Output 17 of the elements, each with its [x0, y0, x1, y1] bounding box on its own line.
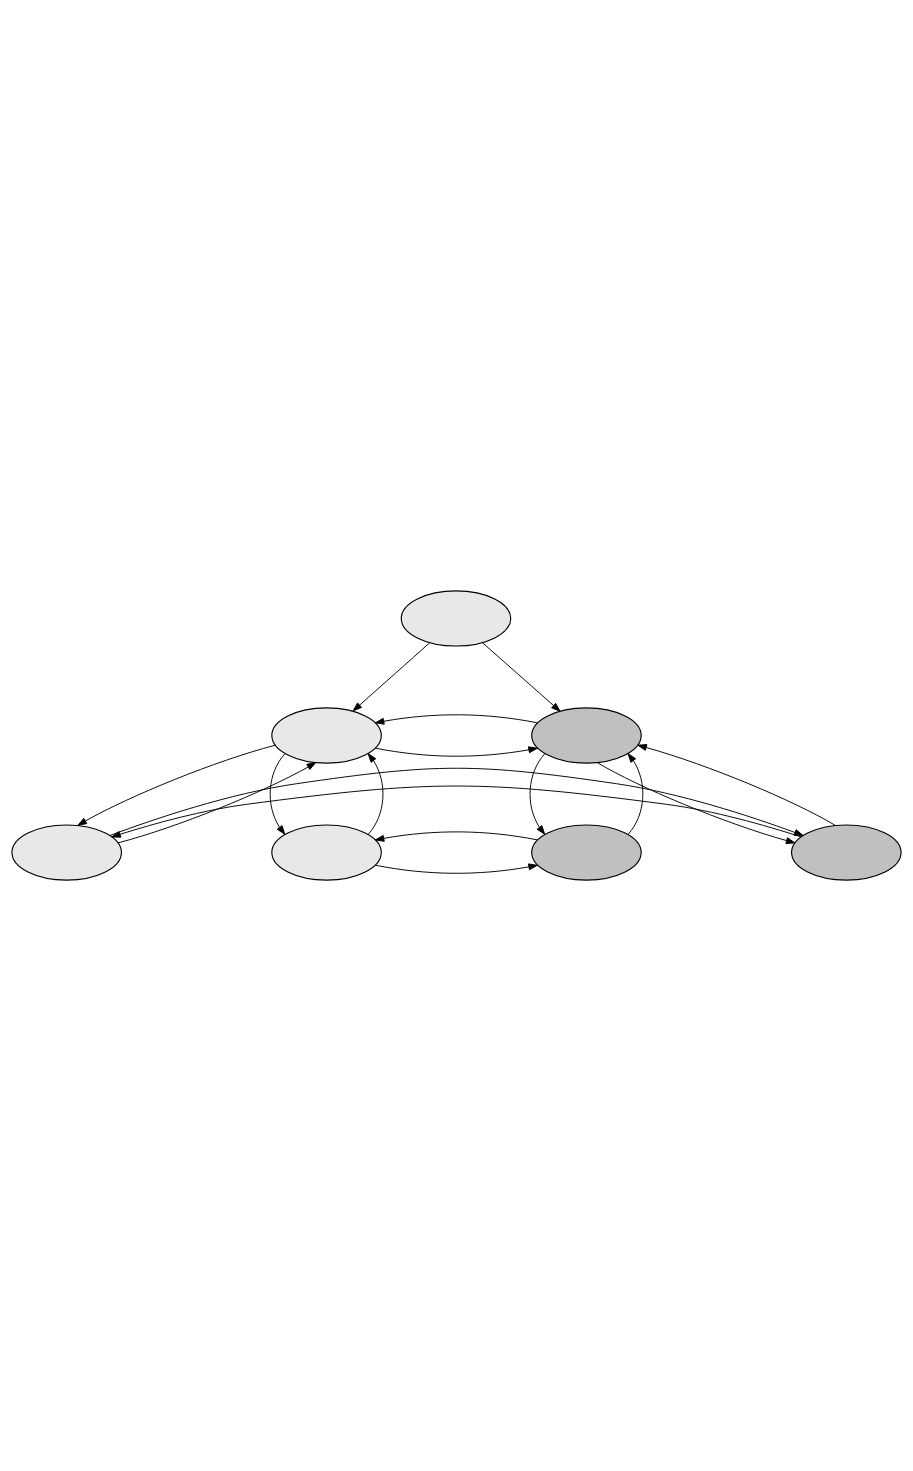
arrow — [627, 753, 644, 835]
node-ellipse — [400, 590, 512, 647]
arrow — [109, 767, 804, 836]
arrow — [77, 744, 276, 826]
arrow — [529, 753, 546, 835]
arrow — [596, 762, 796, 844]
arrow — [367, 753, 384, 835]
arrow — [111, 785, 802, 838]
arrow — [352, 642, 431, 712]
arrow — [374, 714, 538, 725]
arrow — [117, 762, 317, 844]
arrow — [481, 642, 561, 712]
arrow — [269, 753, 286, 835]
arrow — [374, 746, 538, 757]
arrow — [637, 744, 836, 826]
arrow — [374, 863, 538, 874]
arrow — [374, 831, 538, 842]
